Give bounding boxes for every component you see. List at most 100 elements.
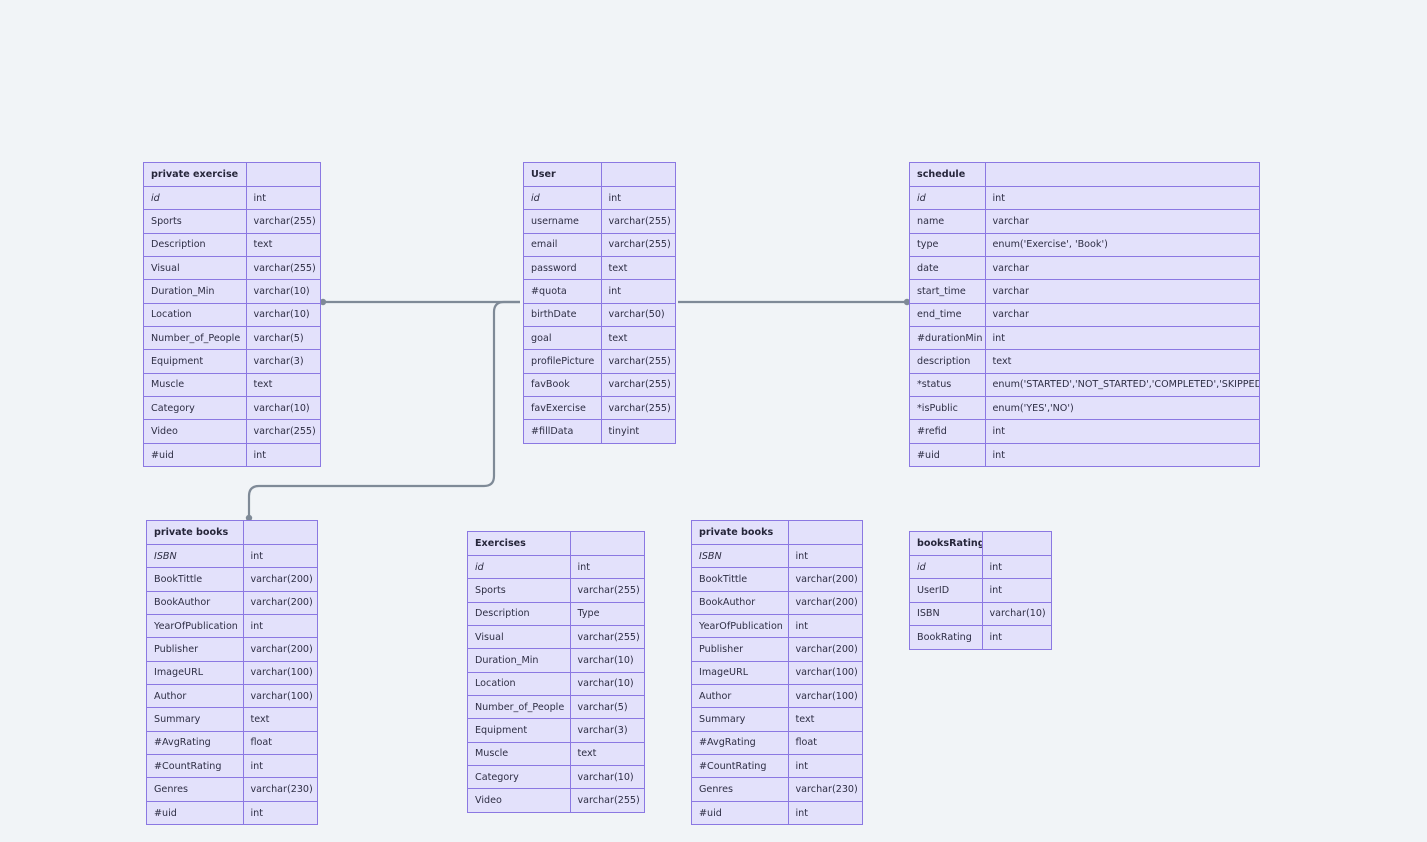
field-name: id <box>144 185 247 211</box>
field-type: int <box>981 554 1051 580</box>
field-type: int <box>242 800 317 825</box>
field-type: int <box>600 185 675 211</box>
entity-header-blank <box>984 163 1259 187</box>
field-type: int <box>984 419 1259 444</box>
field-name: Number_of_People <box>144 325 247 351</box>
field-type: int <box>984 325 1259 351</box>
field-type: int <box>600 279 675 304</box>
field-name: username <box>524 209 602 234</box>
field-name: #quota <box>524 279 602 304</box>
field-type: varchar(200) <box>787 637 862 662</box>
field-type: varchar(100) <box>787 660 862 685</box>
field-name: Description <box>468 601 571 626</box>
entity-title: booksRating <box>910 532 983 556</box>
field-type: varchar(10) <box>981 601 1051 626</box>
field-name: Summary <box>147 707 244 732</box>
entity-title: schedule <box>910 163 986 187</box>
field-name: Visual <box>468 624 571 650</box>
field-type: int <box>787 543 862 569</box>
field-name: #CountRating <box>147 753 244 779</box>
field-name: id <box>910 554 983 580</box>
entity-header: private exercise <box>144 163 320 187</box>
entity-header-blank <box>242 521 317 545</box>
field-type: varchar(100) <box>242 683 317 709</box>
entity-header-blank <box>787 521 862 545</box>
field-name: Duration_Min <box>468 648 571 673</box>
field-name: Genres <box>692 777 789 802</box>
field-type: int <box>242 543 317 569</box>
field-name: ISBN <box>910 601 983 626</box>
entity-header: Exercises <box>468 532 644 556</box>
field-type: tinyint <box>600 419 675 444</box>
entity-header-blank <box>569 532 644 556</box>
field-name: *status <box>910 372 986 397</box>
field-name: Equipment <box>144 349 247 374</box>
field-name: #AvgRating <box>147 730 244 755</box>
field-name: name <box>910 209 986 234</box>
field-name: #fillData <box>524 419 602 444</box>
field-name: BookTittle <box>692 567 789 592</box>
field-name: ISBN <box>692 543 789 569</box>
field-name: BookRating <box>910 624 983 649</box>
field-name: Sports <box>144 209 247 234</box>
field-name: Description <box>144 232 247 257</box>
field-type: varchar(200) <box>787 567 862 592</box>
field-name: Muscle <box>144 372 247 397</box>
field-name: Number_of_People <box>468 694 571 720</box>
field-name: #uid <box>910 442 986 467</box>
field-type: varchar(200) <box>787 590 862 615</box>
field-name: *isPublic <box>910 395 986 421</box>
field-name: Publisher <box>692 637 789 662</box>
field-type: varchar(230) <box>242 777 317 802</box>
field-type: varchar(255) <box>569 624 644 650</box>
field-type: varchar(200) <box>242 590 317 615</box>
field-type: int <box>787 800 862 825</box>
field-type: varchar(230) <box>787 777 862 802</box>
entity-title: private books <box>692 521 789 545</box>
field-type: int <box>787 613 862 639</box>
field-name: Location <box>468 671 571 696</box>
field-name: ImageURL <box>147 660 244 685</box>
field-name: description <box>910 349 986 374</box>
